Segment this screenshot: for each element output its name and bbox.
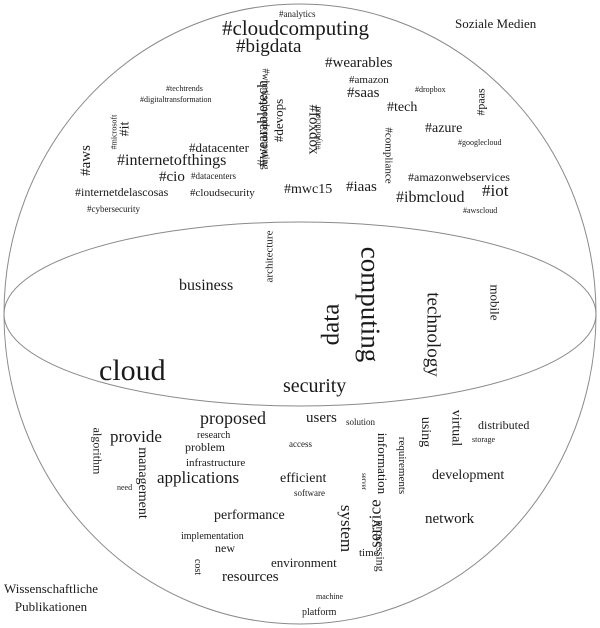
label-publications-line1: Wissenschaftliche xyxy=(4,581,99,596)
word: architecture xyxy=(263,230,276,283)
word: #internetdelascosas xyxy=(75,185,169,199)
word: #dropbox xyxy=(415,85,446,94)
word: virtual xyxy=(448,409,464,447)
word: solution xyxy=(346,417,376,427)
word: #cloudsecurity xyxy=(190,187,255,199)
word: cost xyxy=(192,558,204,576)
word: #iot xyxy=(482,181,509,200)
word: access xyxy=(289,439,312,449)
word: #bigdata xyxy=(236,36,302,57)
word: applications xyxy=(157,468,240,487)
label-social-media: Soziale Medien xyxy=(455,16,537,31)
label-publications-line2: Publikationen xyxy=(14,598,88,614)
word: users xyxy=(306,410,337,426)
word: business xyxy=(179,277,234,294)
word: #mwc15 xyxy=(284,182,333,197)
word: #googlecloud xyxy=(458,138,502,147)
word: network xyxy=(425,511,475,527)
word: development xyxy=(432,468,505,483)
word: #compliance xyxy=(382,127,395,184)
word: #paas xyxy=(473,88,488,116)
word: using xyxy=(418,416,434,448)
word: #amazonwebservices xyxy=(408,170,510,184)
word: system xyxy=(337,504,357,553)
word: #devops xyxy=(271,98,287,143)
word: performance xyxy=(214,508,285,523)
word: requirements xyxy=(396,436,409,495)
word: resources xyxy=(222,569,279,585)
word: distributed xyxy=(478,418,530,432)
word: computing xyxy=(355,246,386,363)
word: software xyxy=(294,488,325,498)
word: #tech xyxy=(387,100,418,115)
word: #amazon xyxy=(349,74,389,86)
word: #cybersecurity xyxy=(87,204,140,214)
word: proposed xyxy=(200,408,266,428)
word: information xyxy=(375,432,391,495)
label-publications: Wissenschaftliche Publikationen xyxy=(4,580,98,615)
word: time xyxy=(359,547,379,559)
word: mobile xyxy=(487,284,503,321)
word: #cio xyxy=(159,169,185,185)
word: #analytics xyxy=(279,9,316,19)
word: #hybridcloud xyxy=(313,106,323,150)
word: #datacenters xyxy=(191,171,236,181)
word: #datacenter xyxy=(189,140,249,155)
word: infrastructure xyxy=(186,457,246,469)
word: problem xyxy=(185,440,225,454)
word: need xyxy=(117,483,133,492)
word: server xyxy=(360,472,369,491)
word: algorithm xyxy=(90,427,105,475)
word: management xyxy=(134,447,150,519)
word: #aws xyxy=(77,145,94,176)
word: #internetofthings xyxy=(117,152,227,169)
word: environment xyxy=(271,555,337,570)
word: #iaas xyxy=(346,179,377,195)
word: processing xyxy=(373,520,388,572)
word: #wearabletech xyxy=(254,80,271,167)
word: data xyxy=(317,303,345,346)
word: storage xyxy=(472,435,496,444)
word: #techtrends xyxy=(166,84,203,93)
word: technology xyxy=(422,292,444,377)
word: cloud xyxy=(99,354,166,387)
word: #azure xyxy=(425,121,463,136)
sphere-circle xyxy=(3,3,597,625)
word: security xyxy=(283,375,347,397)
word: #saas xyxy=(347,85,380,101)
word: new xyxy=(215,541,235,555)
word: #wearables xyxy=(325,55,393,71)
word: provide xyxy=(110,427,162,446)
equator-ellipse xyxy=(3,221,597,407)
word: #awscloud xyxy=(463,206,498,215)
word: machine xyxy=(316,592,344,601)
word: efficient xyxy=(280,471,327,486)
word: #cloudcomputing xyxy=(222,16,369,40)
word: research xyxy=(197,430,231,441)
word: #ibmcloud xyxy=(396,189,465,206)
word: implementation xyxy=(181,531,244,542)
word: #it xyxy=(117,121,133,137)
word: platform xyxy=(302,607,337,618)
word: #digitaltransformation xyxy=(140,95,212,104)
